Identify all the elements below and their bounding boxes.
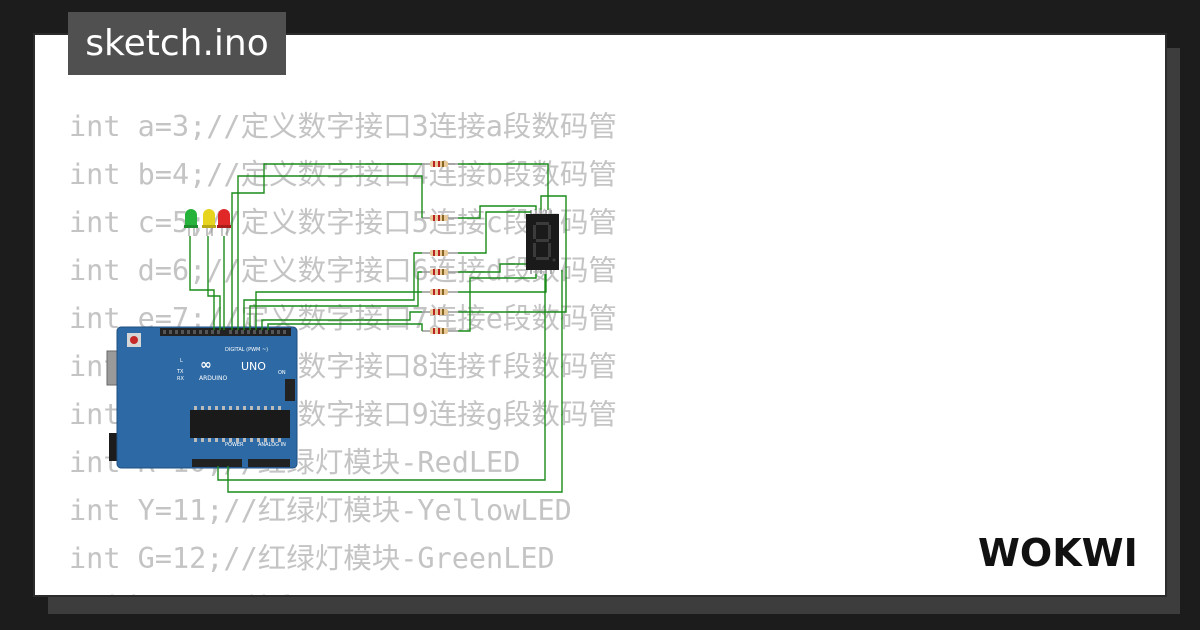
microcontroller-chip (190, 410, 290, 438)
wire (249, 271, 422, 330)
code-line: int Y=11;//红绿灯模块-YellowLED (69, 494, 572, 527)
power-header-label: POWER (225, 442, 244, 448)
code-line: int e=7;//定义数字接口7连接e段数码管 (69, 302, 617, 335)
wire (458, 274, 537, 332)
reset-button (130, 336, 138, 344)
resistor (422, 250, 458, 256)
board-brand: ARDUINO (199, 375, 228, 382)
red-led (217, 209, 231, 236)
resistor (422, 161, 458, 167)
wire (458, 205, 537, 219)
wire (458, 211, 531, 254)
wire (261, 311, 422, 330)
digital-header-label: DIGITAL (PWM ~) (225, 347, 268, 353)
wokwi-logo-text: WOKWI (978, 531, 1138, 575)
code-line: int G=12;//红绿灯模块-GreenLED (69, 542, 555, 575)
wire (458, 195, 567, 313)
wokwi-logo: WOKWI (978, 531, 1138, 575)
status-label-rx: RX (177, 376, 184, 382)
wire (217, 274, 546, 481)
resistor (422, 328, 458, 334)
wire (243, 252, 422, 330)
file-tab[interactable]: sketch.ino (68, 12, 286, 75)
arduino-uno-board: DIGITAL (PWM ~) ∞ UNO ARDUINO L TX RX ON… (106, 326, 298, 469)
wire (227, 270, 563, 493)
code-line: void setup(){ (69, 583, 617, 595)
code-line: int a=3;//定义数字接口3连接a段数码管 (69, 110, 617, 143)
wire (207, 236, 221, 330)
traffic-leds (184, 209, 231, 236)
status-label-on: ON (278, 370, 286, 376)
wire (255, 291, 422, 330)
resistors (422, 161, 458, 334)
wire (458, 163, 549, 210)
wires (189, 163, 567, 493)
wire (267, 323, 423, 331)
analog-header-label: ANALOG IN (258, 442, 286, 448)
resistor (422, 289, 458, 295)
status-label-tx: TX (176, 369, 184, 375)
wire (458, 263, 526, 273)
board-name: UNO (241, 360, 266, 373)
resistor (422, 269, 458, 275)
resistor (422, 215, 458, 221)
wire (237, 175, 423, 330)
status-label-l: L (180, 358, 183, 364)
arduino-infinity-icon: ∞ (200, 357, 212, 373)
seven-segment-display (526, 210, 559, 274)
resistor (422, 309, 458, 315)
wire (189, 236, 215, 330)
yellow-led (202, 209, 216, 236)
wire (458, 274, 547, 293)
green-led (184, 209, 198, 236)
wire (231, 163, 422, 330)
